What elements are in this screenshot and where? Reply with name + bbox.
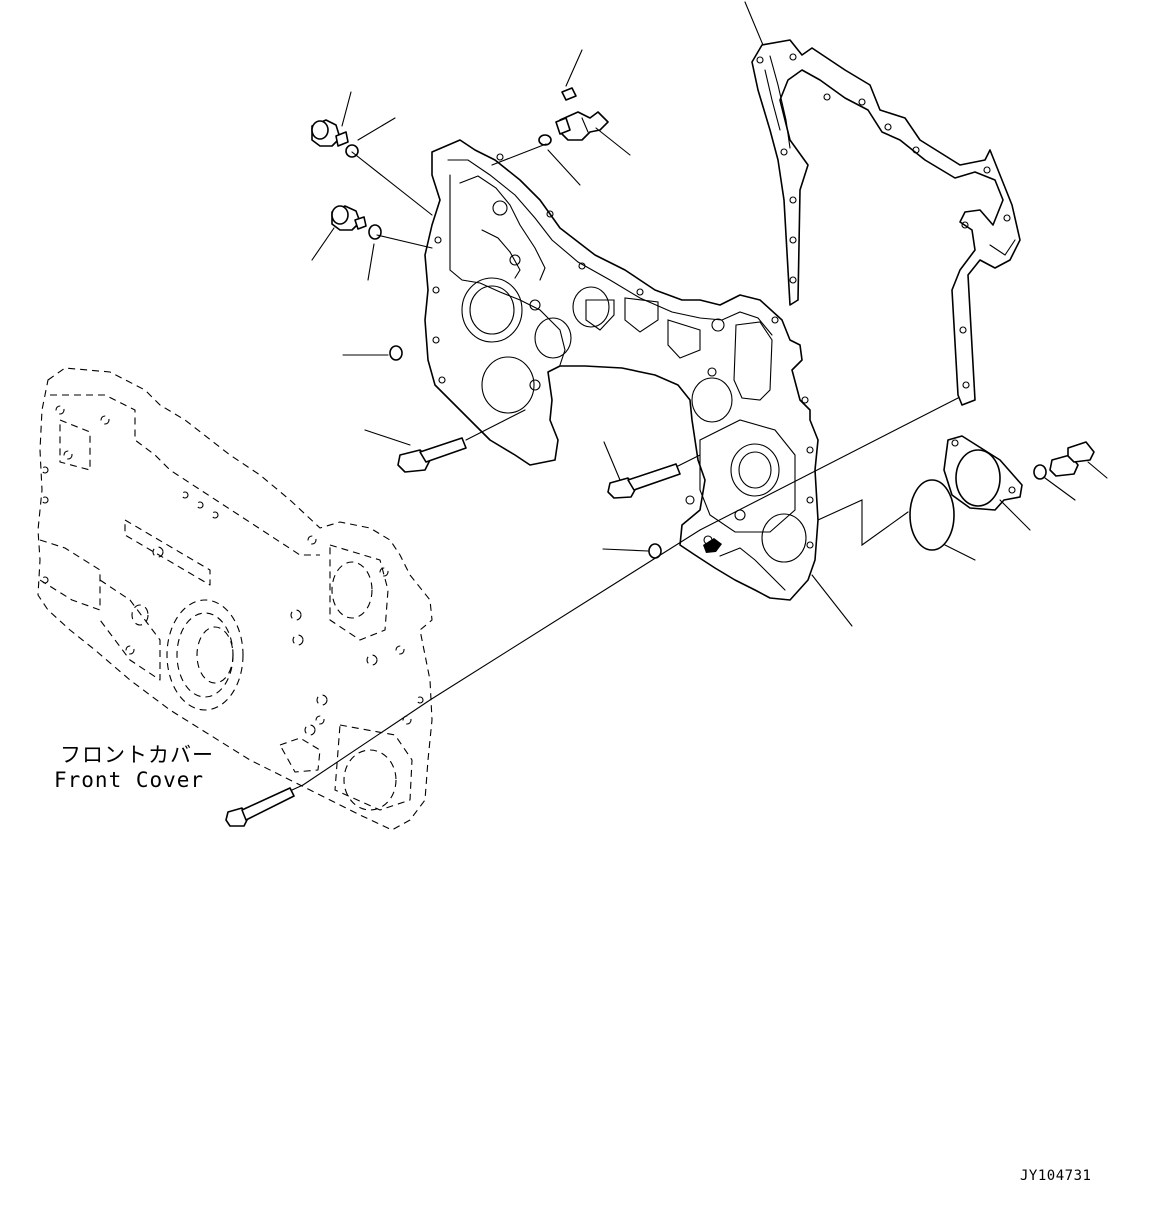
drawing-id: JY104731: [1020, 1168, 1092, 1184]
plug-small-left: [389, 345, 403, 361]
front-cover-outline: [37, 367, 433, 831]
clip: [561, 87, 577, 101]
cover-plate: [943, 435, 1023, 511]
o-ring-sensor: [538, 134, 552, 146]
plug-upper: [311, 119, 349, 147]
bolt-middle: [607, 463, 681, 499]
o-ring-lower: [368, 224, 382, 240]
plate-lug: [703, 538, 722, 553]
front-cover-label-japanese: フロントカバー: [60, 743, 214, 767]
bolt-long: [225, 787, 295, 827]
gear-case-plate: [424, 139, 819, 601]
bolt-left: [397, 437, 467, 473]
sensor: [555, 111, 609, 141]
o-ring-large: [909, 479, 955, 551]
washer: [1033, 464, 1047, 480]
bolt-right: [1049, 441, 1095, 477]
front-cover-label-english: Front Cover: [54, 768, 205, 792]
plug-lower: [331, 205, 367, 231]
gear-case-gasket: [751, 39, 1021, 406]
leader-lines: [291, 1, 1108, 791]
